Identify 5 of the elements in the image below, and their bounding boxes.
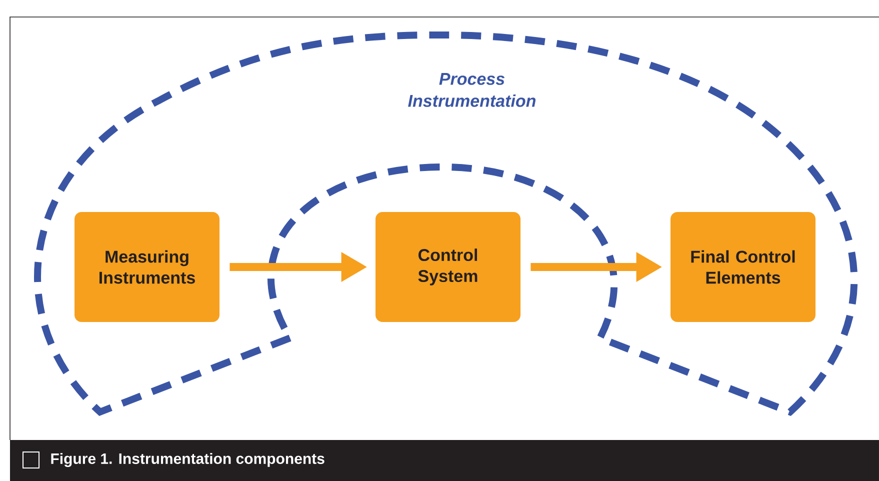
region-label: Process Instrumentation [408,73,536,107]
process-box: Control System [376,212,520,322]
process-box: Measuring Instruments [74,212,220,322]
process-box: Final Control Elements [670,212,816,322]
caption-bar: Figure 1. Instrumentation components [10,440,879,481]
